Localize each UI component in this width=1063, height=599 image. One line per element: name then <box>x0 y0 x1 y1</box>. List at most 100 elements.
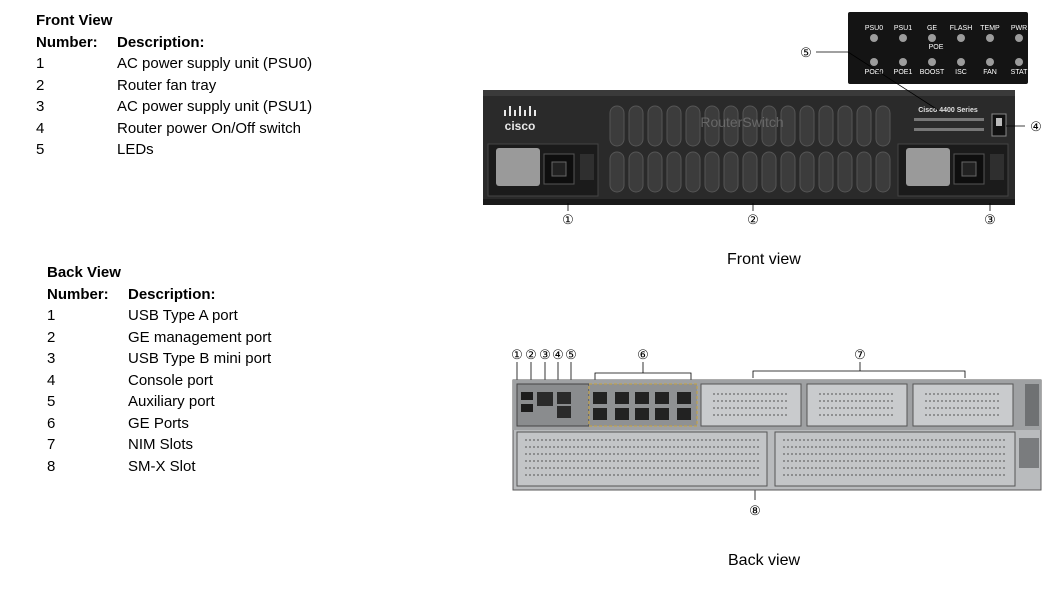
callout-2: ② <box>525 347 537 362</box>
led-label: PSU1 <box>894 25 912 32</box>
legend-number: 4 <box>36 119 45 137</box>
description-header: Description: <box>117 33 205 51</box>
legend-number: 5 <box>36 141 45 158</box>
fan-tray <box>609 105 891 193</box>
legend-description: AC power supply unit (PSU0) <box>117 55 313 72</box>
led-indicator <box>928 34 936 42</box>
watermark: RouterSwitch <box>700 114 783 130</box>
legend-description: Console port <box>128 371 214 389</box>
legend-number: 3 <box>36 98 45 115</box>
legend-description: AC power supply unit (PSU1) <box>117 98 313 115</box>
callout-4: ④ <box>552 347 564 362</box>
led-label: ISC <box>955 69 967 76</box>
number-header: Number: <box>36 33 98 51</box>
back-view-caption: Back view <box>728 552 801 569</box>
led-indicator <box>957 58 965 66</box>
legend-number: 1 <box>36 55 45 72</box>
legend-description: GE management port <box>128 328 272 346</box>
led-label: BOOST <box>920 69 945 76</box>
led-label: GE <box>927 25 937 32</box>
callout-8: ⑧ <box>749 503 761 518</box>
legend-row: 6 GE Ports <box>47 413 271 435</box>
router-back-image: ① ② ③ ④ ⑤ ⑥ ⑦ ⑧ <box>511 347 1042 518</box>
led-label: FLASH <box>950 25 973 32</box>
router-front-image: PSU0 PSU1 GE FLASH TEMP PWR POE0 POE1 BOOST ISC F… <box>483 12 1042 227</box>
legend-number: 7 <box>47 436 56 453</box>
led-label: TEMP <box>980 25 1000 32</box>
front-view-caption: Front view <box>727 251 801 268</box>
front-legend-header: Number: Description: <box>36 32 312 54</box>
series-label: Cisco 4400 Series <box>918 107 978 114</box>
legend-row: 3 USB Type B mini port <box>47 348 271 370</box>
callout-7: ⑦ <box>854 347 866 362</box>
led-label: PWR <box>1011 25 1027 32</box>
legend-row: 2 Router fan tray <box>36 75 312 97</box>
callout-4: ④ <box>1030 119 1042 134</box>
legend-description: Router power On/Off switch <box>117 119 301 137</box>
legend-number: 4 <box>47 371 56 389</box>
description-header: Description: <box>128 285 216 303</box>
svg-text:cisco: cisco <box>505 119 536 133</box>
callout-3: ③ <box>984 212 996 227</box>
legend-number: 2 <box>47 328 56 346</box>
led-label: STAT <box>1011 69 1029 76</box>
legend-number: 5 <box>47 393 56 410</box>
legend-row: 4 Router power On/Off switch <box>36 118 312 140</box>
legend-number: 3 <box>47 350 56 367</box>
legend-row: 3 AC power supply unit (PSU1) <box>36 96 312 118</box>
led-label: FAN <box>983 69 997 76</box>
legend-number: 6 <box>47 414 56 432</box>
callout-5: ⑤ <box>800 45 812 60</box>
legend-description: Auxiliary port <box>128 393 215 410</box>
callout-1: ① <box>511 347 523 362</box>
sm-x-slots <box>516 431 1016 487</box>
back-legend-header: Number: Description: <box>47 284 271 306</box>
callout-5: ⑤ <box>565 347 577 362</box>
legend-number: 2 <box>36 76 45 94</box>
back-legend-title: Back View <box>47 264 121 281</box>
led-indicator <box>899 34 907 42</box>
legend-row: 5 Auxiliary port <box>47 391 271 413</box>
io-ports <box>516 383 590 427</box>
callout-2: ② <box>747 212 759 227</box>
led-label-poe: POE <box>929 44 944 51</box>
legend-number: 8 <box>47 457 56 475</box>
callout-1: ① <box>562 212 574 227</box>
psu0 <box>487 143 599 197</box>
callout-3: ③ <box>539 347 551 362</box>
cisco-logo: cisco <box>504 106 536 133</box>
led-indicator <box>986 34 994 42</box>
led-indicator <box>870 34 878 42</box>
legend-row: 1 USB Type A port <box>47 305 271 327</box>
legend-row: 5 LEDs <box>36 139 312 161</box>
callout-6: ⑥ <box>637 347 649 362</box>
power-switch <box>991 113 1007 137</box>
legend-row: 2 GE management port <box>47 327 271 349</box>
led-label: PSU0 <box>865 25 883 32</box>
led-panel: PSU0 PSU1 GE FLASH TEMP PWR POE0 POE1 BOOST ISC F… <box>848 12 1028 84</box>
led-label: POE0 <box>865 69 884 76</box>
legend-row: 4 Console port <box>47 370 271 392</box>
led-indicator <box>899 58 907 66</box>
led-indicator <box>986 58 994 66</box>
legend-description: USB Type B mini port <box>128 350 272 367</box>
led-indicator <box>1015 58 1023 66</box>
legend-description: USB Type A port <box>128 307 238 324</box>
led-indicator <box>957 34 965 42</box>
legend-row: 1 AC power supply unit (PSU0) <box>36 53 312 75</box>
led-label: POE1 <box>894 69 913 76</box>
ge-ports <box>588 383 698 427</box>
legend-description: GE Ports <box>128 414 189 432</box>
legend-description: Router fan tray <box>117 76 217 94</box>
led-indicator <box>1015 34 1023 42</box>
legend-description: LEDs <box>117 141 154 158</box>
psu1 <box>897 143 1009 197</box>
nim-slots <box>700 383 1014 427</box>
number-header: Number: <box>47 285 109 303</box>
legend-number: 1 <box>47 307 56 324</box>
led-indicator <box>928 58 936 66</box>
